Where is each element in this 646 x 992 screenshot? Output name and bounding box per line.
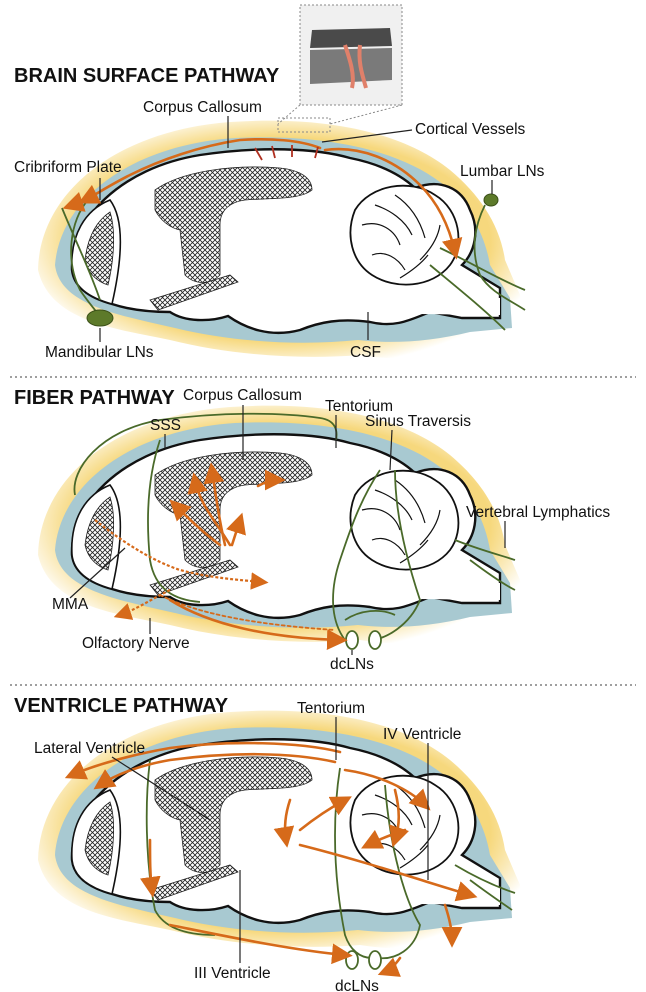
label-dclns: dcLNs — [330, 656, 374, 673]
label-cortical-vessels: Cortical Vessels — [415, 121, 526, 138]
panel-heading: VENTRICLE PATHWAY — [14, 695, 229, 717]
cortex-cross-section-icon — [278, 5, 402, 132]
mandibular-lymph-node — [87, 310, 113, 326]
panel-heading: BRAIN SURFACE PATHWAY — [14, 65, 280, 87]
label-dclns: dcLNs — [335, 978, 379, 992]
label-tentorium: Tentorium — [297, 700, 365, 717]
label-vertebral-lymphatics: Vertebral Lymphatics — [466, 504, 610, 521]
label-csf: CSF — [350, 344, 381, 361]
panel-heading: FIBER PATHWAY — [14, 387, 175, 409]
dcln-node — [346, 631, 358, 649]
label-lateral-ventricle: Lateral Ventricle — [34, 740, 145, 757]
panel-ventricle: VENTRICLE PATHWAY Tentorium IV Ventricle… — [14, 695, 525, 992]
label-corpus-callosum: Corpus Callosum — [143, 99, 262, 116]
label-mandibular-lns: Mandibular LNs — [45, 344, 154, 361]
label-sss: SSS — [150, 417, 181, 434]
label-iii-ventricle: III Ventricle — [194, 965, 271, 982]
panel-brain-surface: BRAIN SURFACE PATHWAY Corpus Callosum Co… — [14, 5, 545, 361]
panel-fiber: FIBER PATHWAY Corpus Callosum SSS Tentor… — [14, 387, 610, 673]
label-iv-ventricle: IV Ventricle — [383, 726, 461, 743]
brain-section — [38, 406, 525, 644]
dcln-node — [369, 951, 381, 969]
label-corpus-callosum: Corpus Callosum — [183, 387, 302, 404]
label-olfactory-nerve: Olfactory Nerve — [82, 635, 190, 652]
label-cribriform-plate: Cribriform Plate — [14, 159, 122, 176]
dcln-node — [369, 631, 381, 649]
label-lumbar-lns: Lumbar LNs — [460, 163, 545, 180]
dcln-node — [346, 951, 358, 969]
lumbar-lymph-node — [484, 194, 498, 206]
label-sinus-traversis: Sinus Traversis — [365, 413, 471, 430]
label-mma: MMA — [52, 596, 89, 613]
